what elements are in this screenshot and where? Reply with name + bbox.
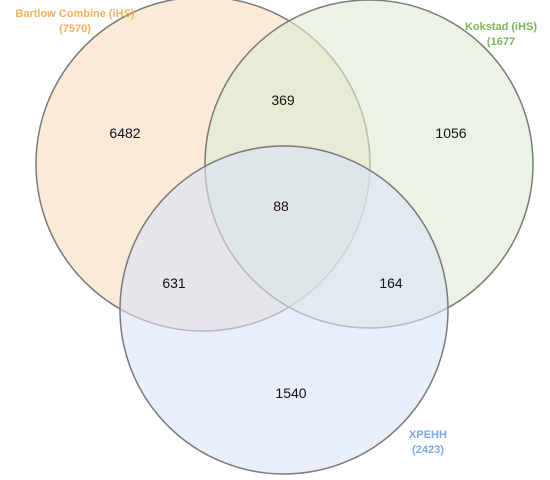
set-b-count: (1677 bbox=[487, 36, 515, 48]
set-b-name: Kokstad (iHS) bbox=[465, 21, 537, 33]
region-c-only: 1540 bbox=[275, 385, 306, 401]
region-b-only: 1056 bbox=[435, 125, 466, 141]
venn-circles bbox=[35, 0, 534, 475]
set-circle-c bbox=[119, 145, 449, 475]
set-c-count: (2423) bbox=[412, 444, 444, 456]
region-abc: 88 bbox=[273, 198, 289, 214]
region-ab: 369 bbox=[271, 92, 295, 108]
region-bc: 164 bbox=[379, 275, 403, 291]
set-c-name: XPEHH bbox=[409, 429, 447, 441]
region-a-only: 6482 bbox=[109, 125, 140, 141]
region-ac: 631 bbox=[162, 275, 186, 291]
set-a-name: Bartlow Combine (iHS) bbox=[15, 8, 135, 20]
set-a-count: (7570) bbox=[59, 23, 91, 35]
